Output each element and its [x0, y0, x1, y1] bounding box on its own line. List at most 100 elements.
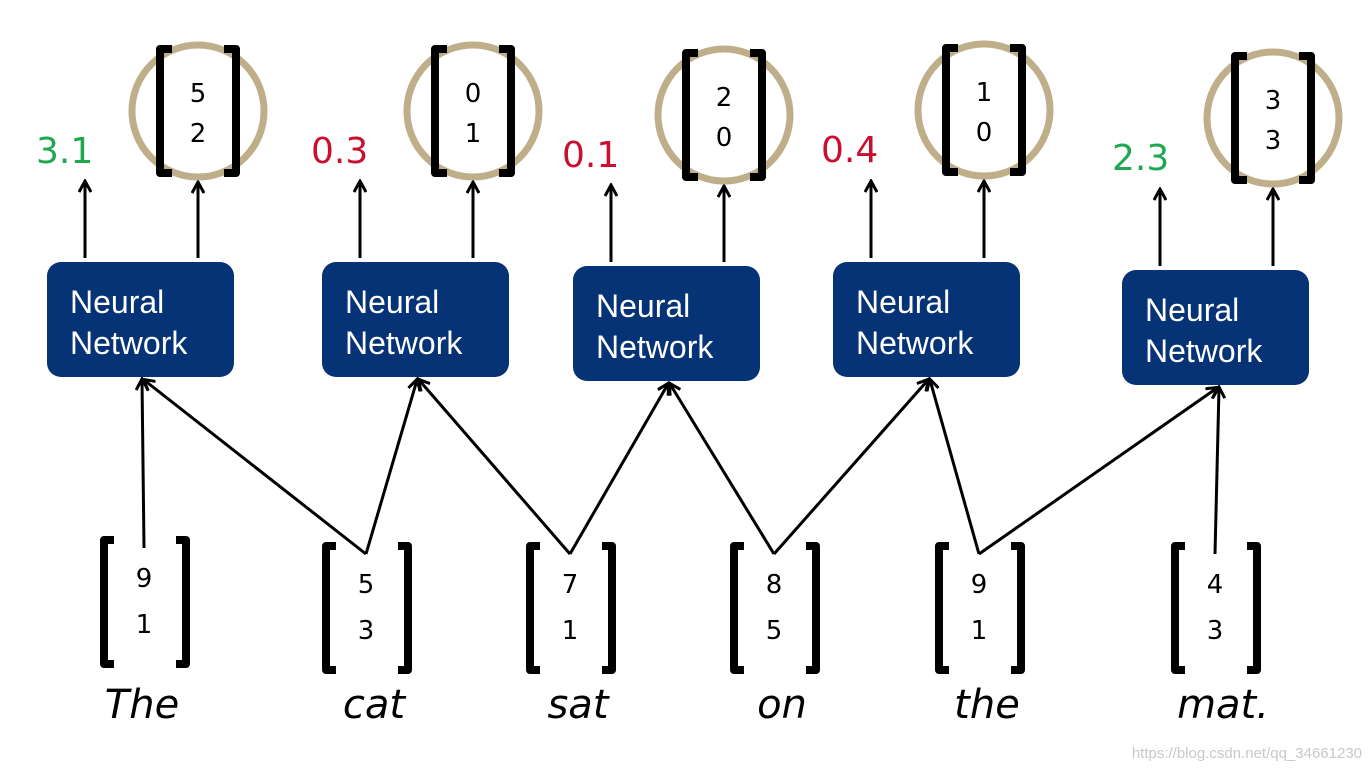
output-circle	[1203, 48, 1343, 188]
output-right-bracket	[1299, 52, 1315, 184]
output-value: 1	[465, 119, 482, 149]
input-word-group: 7 1 sat	[526, 542, 616, 728]
neural-network-label-line1: Neural	[856, 284, 950, 320]
input-value: 3	[1207, 616, 1224, 646]
input-connection-arrow	[364, 380, 417, 555]
input-connection-arrow	[670, 384, 776, 555]
output-right-bracket	[750, 49, 766, 181]
input-word: The	[105, 682, 179, 728]
input-right-bracket	[398, 542, 412, 674]
neural-network-label-line2: Network	[70, 325, 188, 361]
output-value: 1	[976, 78, 993, 108]
input-connection-arrow	[772, 380, 928, 555]
input-left-bracket	[935, 542, 949, 674]
neural-network-box	[573, 266, 760, 381]
output-circle	[403, 41, 543, 181]
input-right-bracket	[1011, 542, 1025, 674]
input-right-bracket	[602, 542, 616, 674]
neural-network-box	[322, 262, 509, 377]
input-connection-arrow	[1215, 388, 1219, 555]
input-right-bracket	[1247, 542, 1261, 674]
input-word-group: 8 5 on	[730, 542, 820, 728]
output-value: 3	[1265, 86, 1282, 116]
output-left-bracket	[682, 49, 698, 181]
score-value: 3.1	[36, 131, 93, 172]
input-connection-arrow	[419, 380, 572, 555]
input-word: cat	[343, 682, 407, 728]
input-connection-arrow	[568, 384, 668, 555]
input-left-bracket	[526, 542, 540, 674]
input-value: 8	[766, 570, 783, 600]
input-left-bracket	[1171, 542, 1185, 674]
input-connection-arrow	[930, 380, 981, 555]
input-word: mat.	[1177, 682, 1269, 728]
neural-network-box	[833, 262, 1020, 377]
output-circle	[128, 41, 268, 181]
output-value: 0	[976, 118, 993, 148]
output-right-bracket	[499, 45, 515, 177]
input-left-bracket	[100, 536, 114, 668]
neural-network-box	[1122, 270, 1309, 385]
input-word: the	[954, 682, 1020, 728]
input-value: 3	[358, 616, 375, 646]
input-word: on	[757, 682, 807, 728]
output-right-bracket	[224, 45, 240, 177]
input-connection-arrow	[144, 380, 367, 556]
output-value: 0	[465, 79, 482, 109]
score-value: 0.1	[562, 135, 619, 176]
input-value: 5	[766, 616, 783, 646]
score-value: 0.4	[821, 130, 878, 171]
input-word-group: 4 3 mat.	[1171, 542, 1269, 728]
input-left-bracket	[322, 542, 336, 674]
output-circle	[654, 45, 794, 185]
score-value: 0.3	[311, 131, 368, 172]
output-left-bracket	[1231, 52, 1247, 184]
input-value: 9	[971, 570, 988, 600]
input-value: 9	[136, 564, 153, 594]
output-circle	[914, 40, 1054, 180]
output-left-bracket	[156, 45, 172, 177]
neural-network-label-line1: Neural	[70, 284, 164, 320]
input-right-bracket	[176, 536, 190, 668]
neural-network-label-line2: Network	[596, 329, 714, 365]
output-value: 2	[190, 119, 207, 149]
neural-network-label-line2: Network	[1145, 333, 1263, 369]
input-value: 1	[971, 616, 988, 646]
neural-network-label-line2: Network	[856, 325, 974, 361]
output-value: 3	[1265, 126, 1282, 156]
input-connection-arrow	[978, 388, 1217, 556]
input-value: 4	[1207, 570, 1224, 600]
input-word: sat	[547, 682, 609, 728]
output-left-bracket	[942, 44, 958, 176]
output-value: 2	[716, 83, 733, 113]
neural-network-label-line1: Neural	[345, 284, 439, 320]
input-value: 5	[358, 570, 375, 600]
output-right-bracket	[1010, 44, 1026, 176]
input-connection-arrow	[142, 380, 144, 549]
input-word-group: 9 1 the	[935, 542, 1025, 728]
input-right-bracket	[806, 542, 820, 674]
input-value: 1	[136, 610, 153, 640]
input-value: 7	[562, 570, 579, 600]
neural-network-label-line2: Network	[345, 325, 463, 361]
neural-network-label-line1: Neural	[596, 288, 690, 324]
input-word-group: 5 3 cat	[322, 542, 412, 728]
input-left-bracket	[730, 542, 744, 674]
connections-layer	[142, 380, 1219, 556]
neural-network-box	[47, 262, 234, 377]
input-value: 1	[562, 616, 579, 646]
neural-network-label-line1: Neural	[1145, 292, 1239, 328]
output-left-bracket	[431, 45, 447, 177]
units-layer: NeuralNetwork3.152NeuralNetwork0.301Neur…	[36, 40, 1343, 385]
watermark-text: https://blog.csdn.net/qq_34661230	[1132, 745, 1362, 762]
output-value: 5	[190, 79, 207, 109]
